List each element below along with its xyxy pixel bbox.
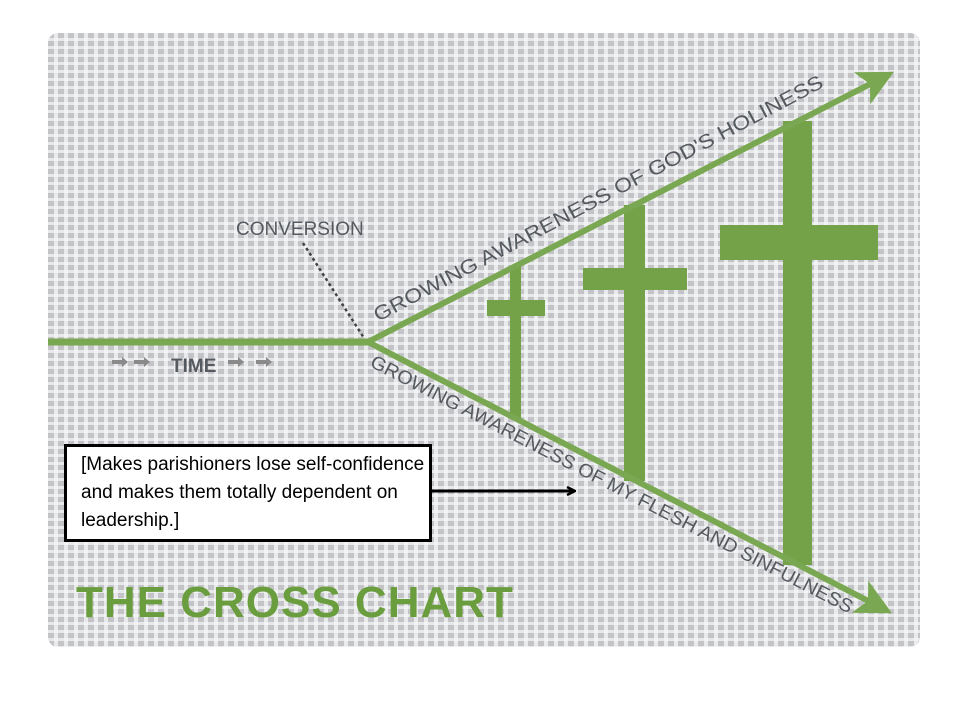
callout-text: [Makes parishioners lose self-confidence… [81, 454, 425, 531]
conversion-label: CONVERSION [236, 219, 364, 240]
upper-arm-arrow [364, 71, 895, 346]
callout-box: [Makes parishioners lose self-confidence… [64, 444, 432, 542]
conversion-pointer [301, 242, 366, 339]
time-arrows-left-icon [112, 357, 150, 367]
time-arrows-right-icon [228, 357, 272, 367]
cross-small [487, 266, 545, 419]
lower-arm-arrow [364, 338, 892, 614]
time-label: TIME [171, 356, 216, 377]
chart-title: THE CROSS CHART [76, 578, 514, 627]
cross-medium [583, 205, 687, 481]
cross-large [720, 121, 878, 565]
